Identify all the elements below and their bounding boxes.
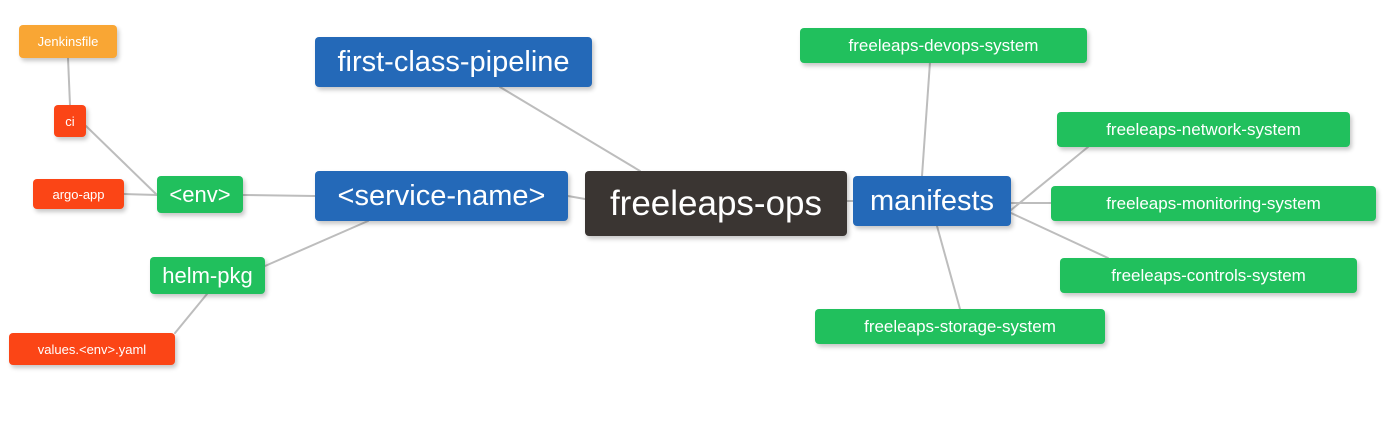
node-label-jenkinsfile: Jenkinsfile <box>37 34 99 49</box>
edge-jenkinsfile-to-ci <box>67 57 71 106</box>
edge-first-class-pipeline-to-freeleaps-ops <box>499 86 641 172</box>
node-label-helm-pkg: helm-pkg <box>162 262 253 288</box>
node-label-freeleaps-devops-system: freeleaps-devops-system <box>848 36 1039 55</box>
edge-argo-app-to-env <box>123 193 158 196</box>
node-label-first-class-pipeline: first-class-pipeline <box>337 45 570 78</box>
node-freeleaps-devops-system[interactable]: freeleaps-devops-system <box>800 28 1087 63</box>
edge-manifests-to-freeleaps-storage-system <box>936 225 961 310</box>
edge-helm-pkg-to-service-name <box>264 220 369 267</box>
node-values-env-yaml[interactable]: values.<env>.yaml <box>9 333 175 365</box>
node-argo-app[interactable]: argo-app <box>33 179 124 209</box>
node-label-manifests: manifests <box>869 184 995 217</box>
edge-values-env-yaml-to-helm-pkg <box>174 293 208 334</box>
node-freeleaps-ops[interactable]: freeleaps-ops <box>585 171 847 236</box>
node-label-freeleaps-ops: freeleaps-ops <box>609 184 823 223</box>
node-freeleaps-storage-system[interactable]: freeleaps-storage-system <box>815 309 1105 344</box>
node-manifests[interactable]: manifests <box>853 176 1011 226</box>
node-env[interactable]: <env> <box>157 176 243 213</box>
node-service-name[interactable]: <service-name> <box>315 171 568 221</box>
node-freeleaps-controls-system[interactable]: freeleaps-controls-system <box>1060 258 1357 293</box>
edge-service-name-to-freeleaps-ops <box>567 195 586 200</box>
node-label-freeleaps-monitoring-system: freeleaps-monitoring-system <box>1106 194 1321 213</box>
node-label-argo-app: argo-app <box>52 186 105 202</box>
node-ci[interactable]: ci <box>54 105 86 137</box>
node-label-freeleaps-network-system: freeleaps-network-system <box>1106 120 1301 139</box>
node-label-ci: ci <box>65 113 75 129</box>
node-helm-pkg[interactable]: helm-pkg <box>150 257 265 294</box>
edge-env-to-service-name <box>242 194 316 197</box>
node-label-freeleaps-controls-system: freeleaps-controls-system <box>1111 266 1306 285</box>
node-label-env: <env> <box>169 181 231 207</box>
node-label-freeleaps-storage-system: freeleaps-storage-system <box>864 317 1056 336</box>
node-label-values-env-yaml: values.<env>.yaml <box>37 341 147 357</box>
node-label-service-name: <service-name> <box>337 179 546 212</box>
edge-manifests-to-freeleaps-devops-system <box>921 61 931 177</box>
node-first-class-pipeline[interactable]: first-class-pipeline <box>315 37 592 87</box>
node-freeleaps-network-system[interactable]: freeleaps-network-system <box>1057 112 1350 147</box>
node-jenkinsfile[interactable]: Jenkinsfile <box>19 25 117 58</box>
node-freeleaps-monitoring-system[interactable]: freeleaps-monitoring-system <box>1051 186 1376 221</box>
